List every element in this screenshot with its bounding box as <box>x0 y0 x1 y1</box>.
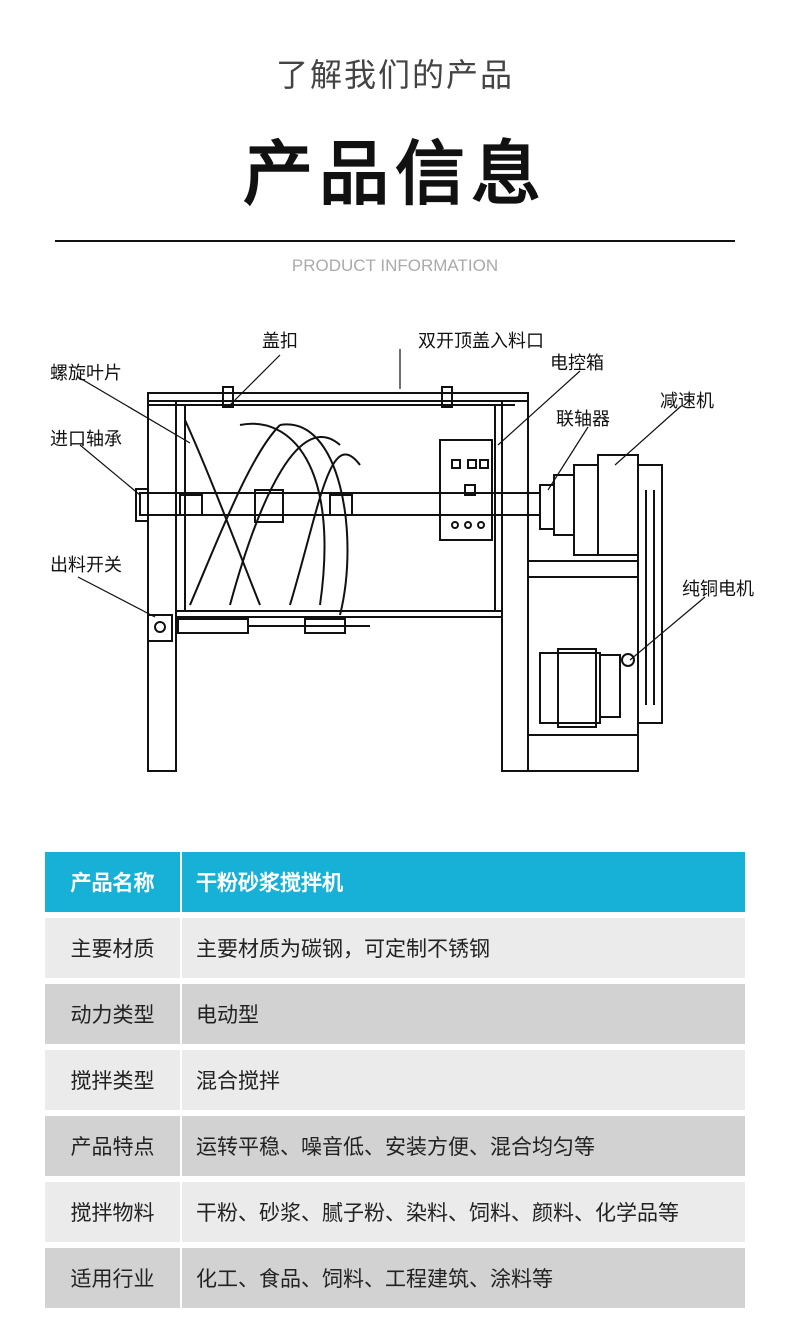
product-info-table: 产品名称 干粉砂浆搅拌机 主要材质 主要材质为碳钢，可定制不锈钢 动力类型 电动… <box>45 852 745 1314</box>
row-key: 主要材质 <box>45 918 182 978</box>
label-reducer: 减速机 <box>660 391 714 412</box>
row-value: 混合搅拌 <box>196 1069 280 1093</box>
label-cover-clip: 盖扣 <box>262 331 298 352</box>
table-row: 产品特点 运转平稳、噪音低、安装方便、混合均匀等 <box>45 1116 745 1176</box>
label-inlet-bearing: 进口轴承 <box>50 429 122 450</box>
table-header-row: 产品名称 干粉砂浆搅拌机 <box>45 852 745 912</box>
label-control-box: 电控箱 <box>550 353 604 374</box>
table-row: 动力类型 电动型 <box>45 984 745 1044</box>
page-title: 产品信息 <box>243 133 547 215</box>
label-top-inlet: 双开顶盖入料口 <box>418 331 544 352</box>
english-subtitle: PRODUCT INFORMATION <box>291 256 499 275</box>
table-row: 搅拌物料 干粉、砂浆、腻子粉、染料、饲料、颜料、化学品等 <box>45 1182 745 1242</box>
row-key: 搅拌类型 <box>45 1050 182 1110</box>
table-row: 搅拌类型 混合搅拌 <box>45 1050 745 1110</box>
table-row: 主要材质 主要材质为碳钢，可定制不锈钢 <box>45 918 745 978</box>
table-row: 适用行业 化工、食品、饲料、工程建筑、涂料等 <box>45 1248 745 1308</box>
row-key: 产品特点 <box>45 1116 182 1176</box>
label-spiral-blade: 螺旋叶片 <box>50 363 122 384</box>
page-subtitle: 了解我们的产品 <box>275 56 514 94</box>
header-value: 干粉砂浆搅拌机 <box>196 871 343 895</box>
label-copper-motor: 纯铜电机 <box>682 579 754 600</box>
row-value: 化工、食品、饲料、工程建筑、涂料等 <box>196 1267 553 1291</box>
row-value: 运转平稳、噪音低、安装方便、混合均匀等 <box>196 1135 595 1159</box>
row-key: 适用行业 <box>45 1248 182 1308</box>
row-value: 电动型 <box>196 1003 259 1027</box>
row-key: 动力类型 <box>45 984 182 1044</box>
label-coupling: 联轴器 <box>556 409 610 430</box>
row-value: 主要材质为碳钢，可定制不锈钢 <box>196 937 490 961</box>
divider <box>55 240 735 242</box>
header-key: 产品名称 <box>45 852 182 912</box>
row-key: 搅拌物料 <box>45 1182 182 1242</box>
mixer-diagram: 盖扣 双开顶盖入料口 电控箱 螺旋叶片 减速机 联轴器 进口轴承 出料开关 纯铜… <box>50 331 754 772</box>
row-value: 干粉、砂浆、腻子粉、染料、饲料、颜料、化学品等 <box>196 1201 679 1225</box>
label-outlet-switch: 出料开关 <box>50 555 122 576</box>
